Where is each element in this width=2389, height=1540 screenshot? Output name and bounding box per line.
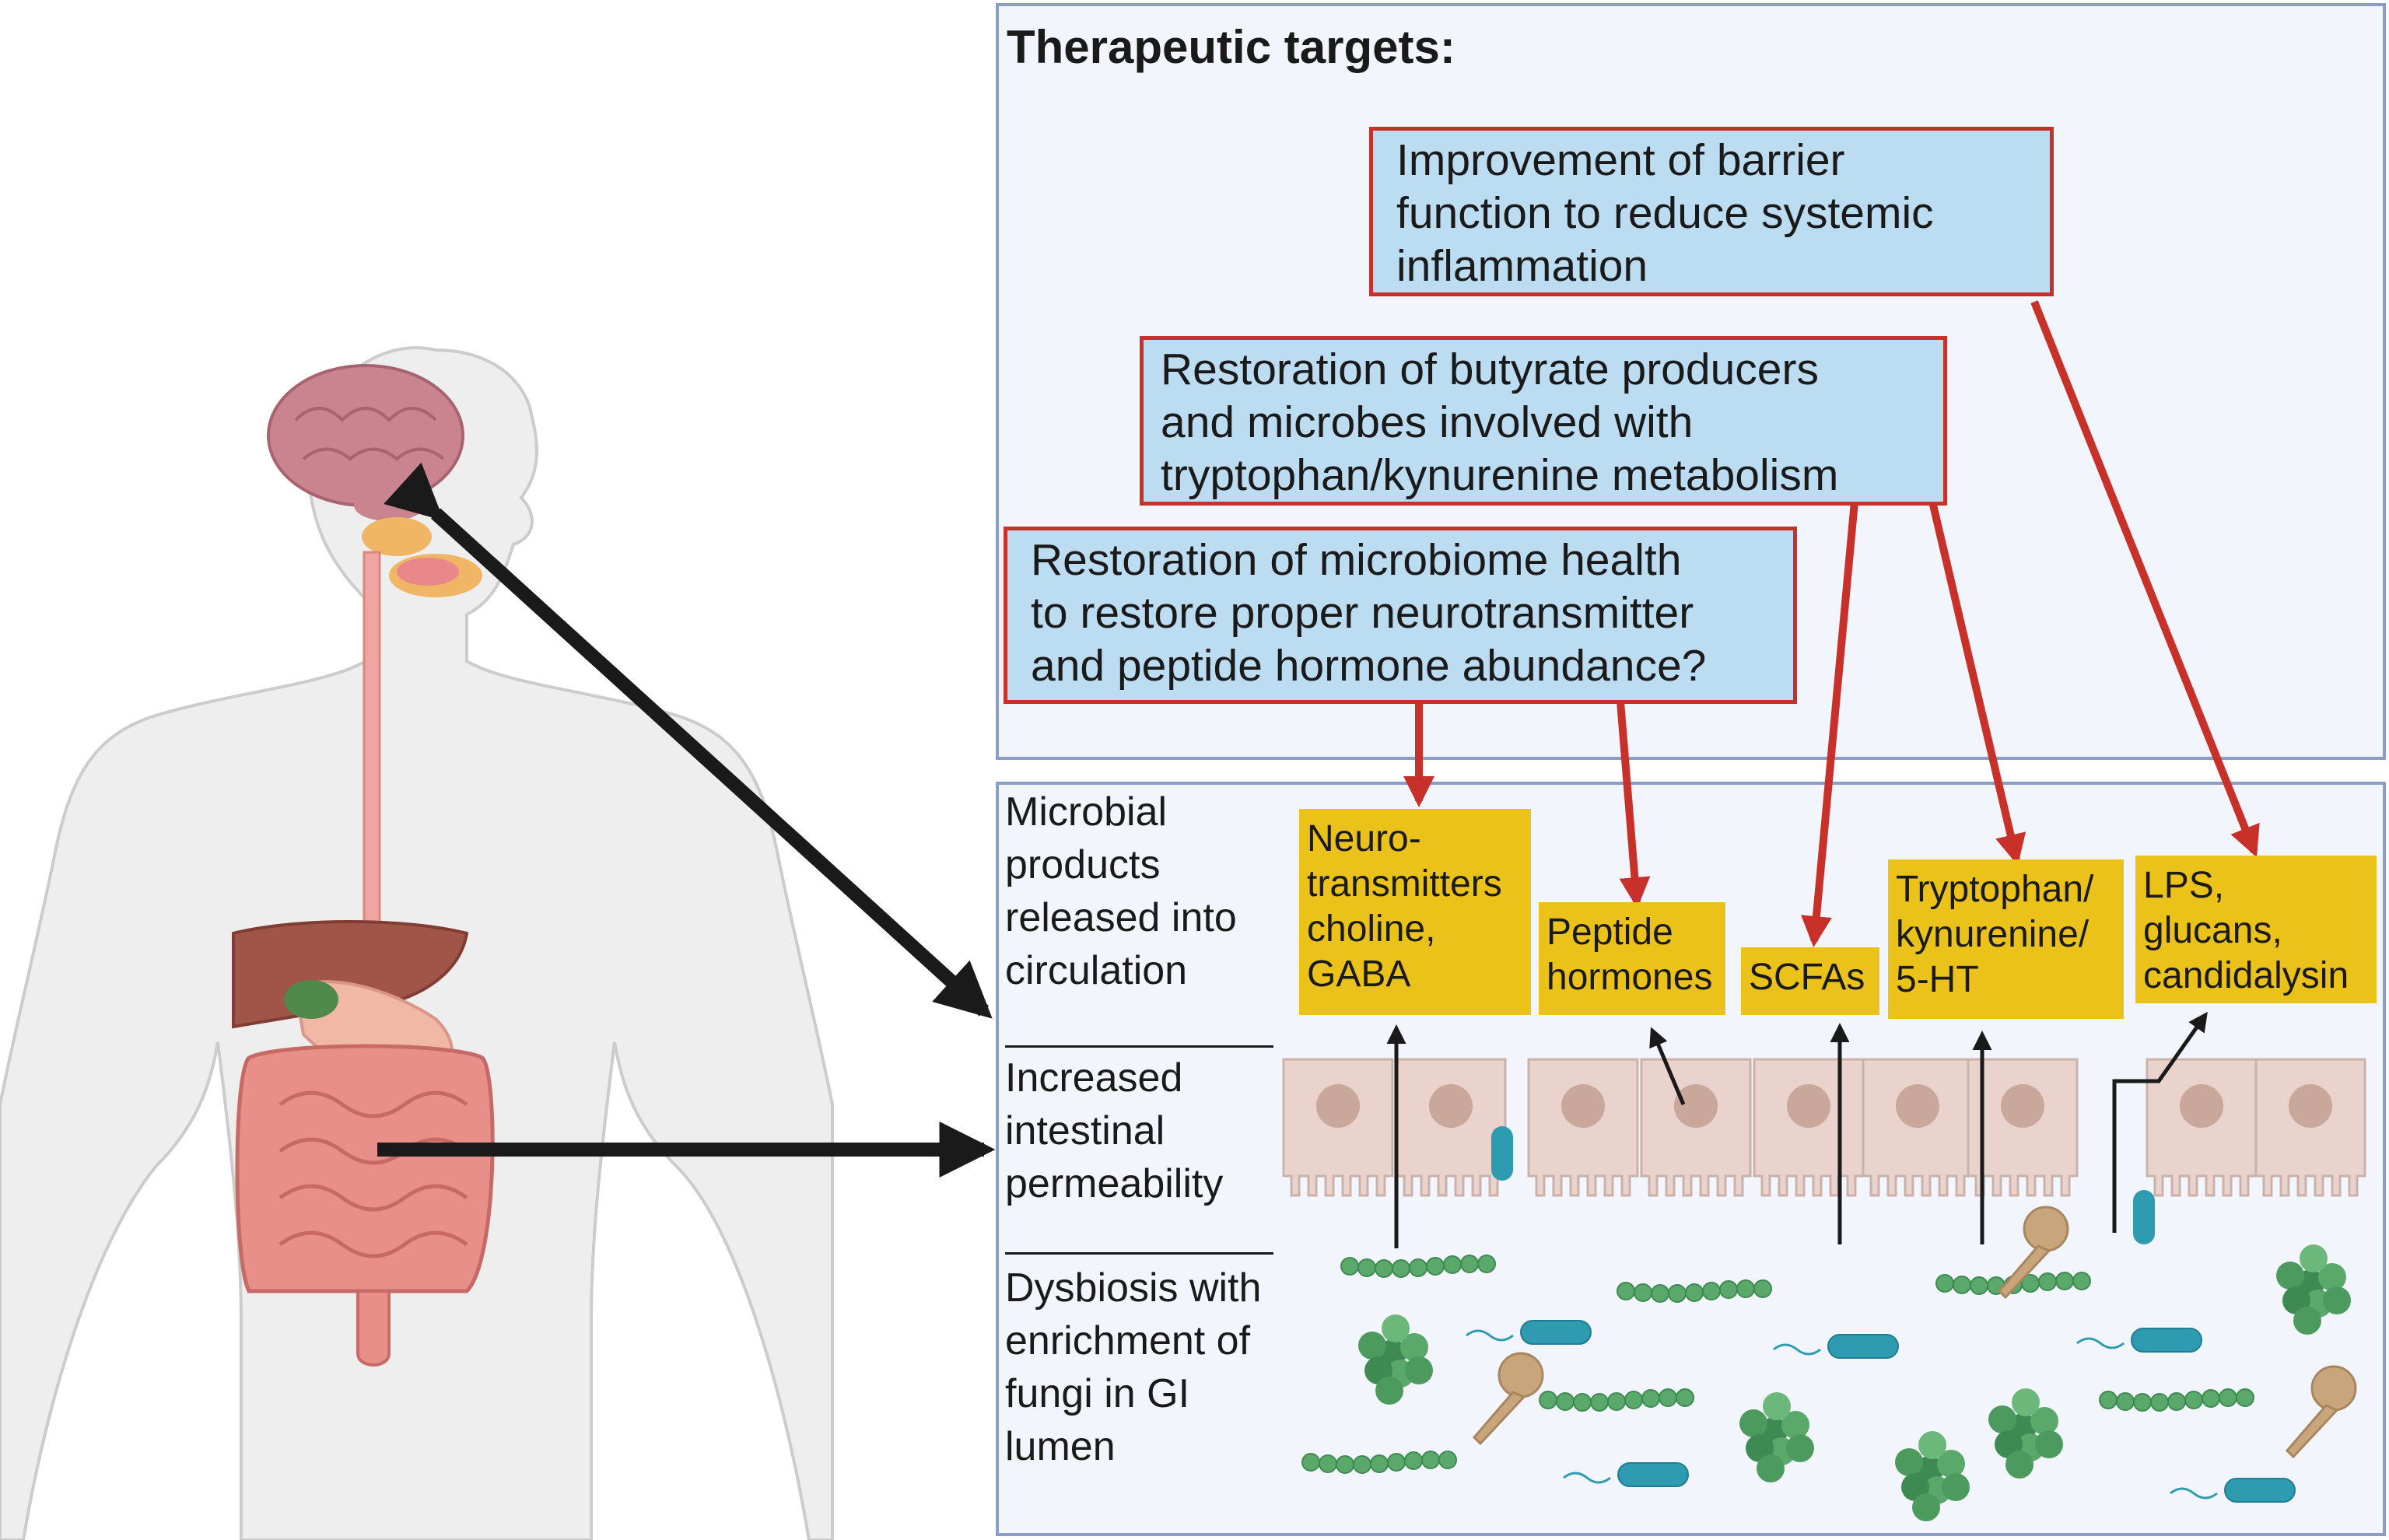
yeast-hypha-icon bbox=[1473, 1206, 2357, 1458]
row-label-permeability: Increased intestinal permeability bbox=[1005, 1055, 1224, 1206]
product-lps-glucans: LPS, glucans, candidalysin bbox=[2135, 856, 2377, 1003]
epithelial-cell-icon bbox=[1282, 1058, 2366, 1197]
product-tryptophan: Tryptophan/ kynurenine/ 5-HT bbox=[1888, 859, 2124, 1019]
row-divider bbox=[1005, 1252, 1273, 1255]
intestine-icon bbox=[235, 1044, 495, 1367]
product-neurotransmitters: Neuro- transmitters choline, GABA bbox=[1299, 809, 1531, 1015]
row-divider bbox=[1005, 1045, 1273, 1048]
body-link-arrows bbox=[384, 462, 993, 1019]
target-butyrate-tryptophan: Restoration of butyrate producers and mi… bbox=[1140, 336, 1947, 506]
row-label-circulation: Microbial products released into circula… bbox=[1005, 789, 1237, 993]
panel-title: Therapeutic targets: bbox=[1007, 21, 1455, 73]
translocation-arrows bbox=[1386, 1011, 2208, 1248]
row-label-dysbiosis: Dysbiosis with enrichment of fungi in GI… bbox=[1005, 1265, 1262, 1469]
target-microbiome-health: Restoration of microbiome health to rest… bbox=[1004, 527, 1797, 704]
target-arrows bbox=[1403, 300, 2260, 947]
product-scfas: SCFAs bbox=[1741, 947, 1879, 1015]
product-peptide-hormones: Peptide hormones bbox=[1539, 902, 1725, 1015]
rod-bacterium-icon bbox=[1465, 1126, 2296, 1503]
target-barrier-function: Improvement of barrier function to reduc… bbox=[1369, 127, 2054, 296]
